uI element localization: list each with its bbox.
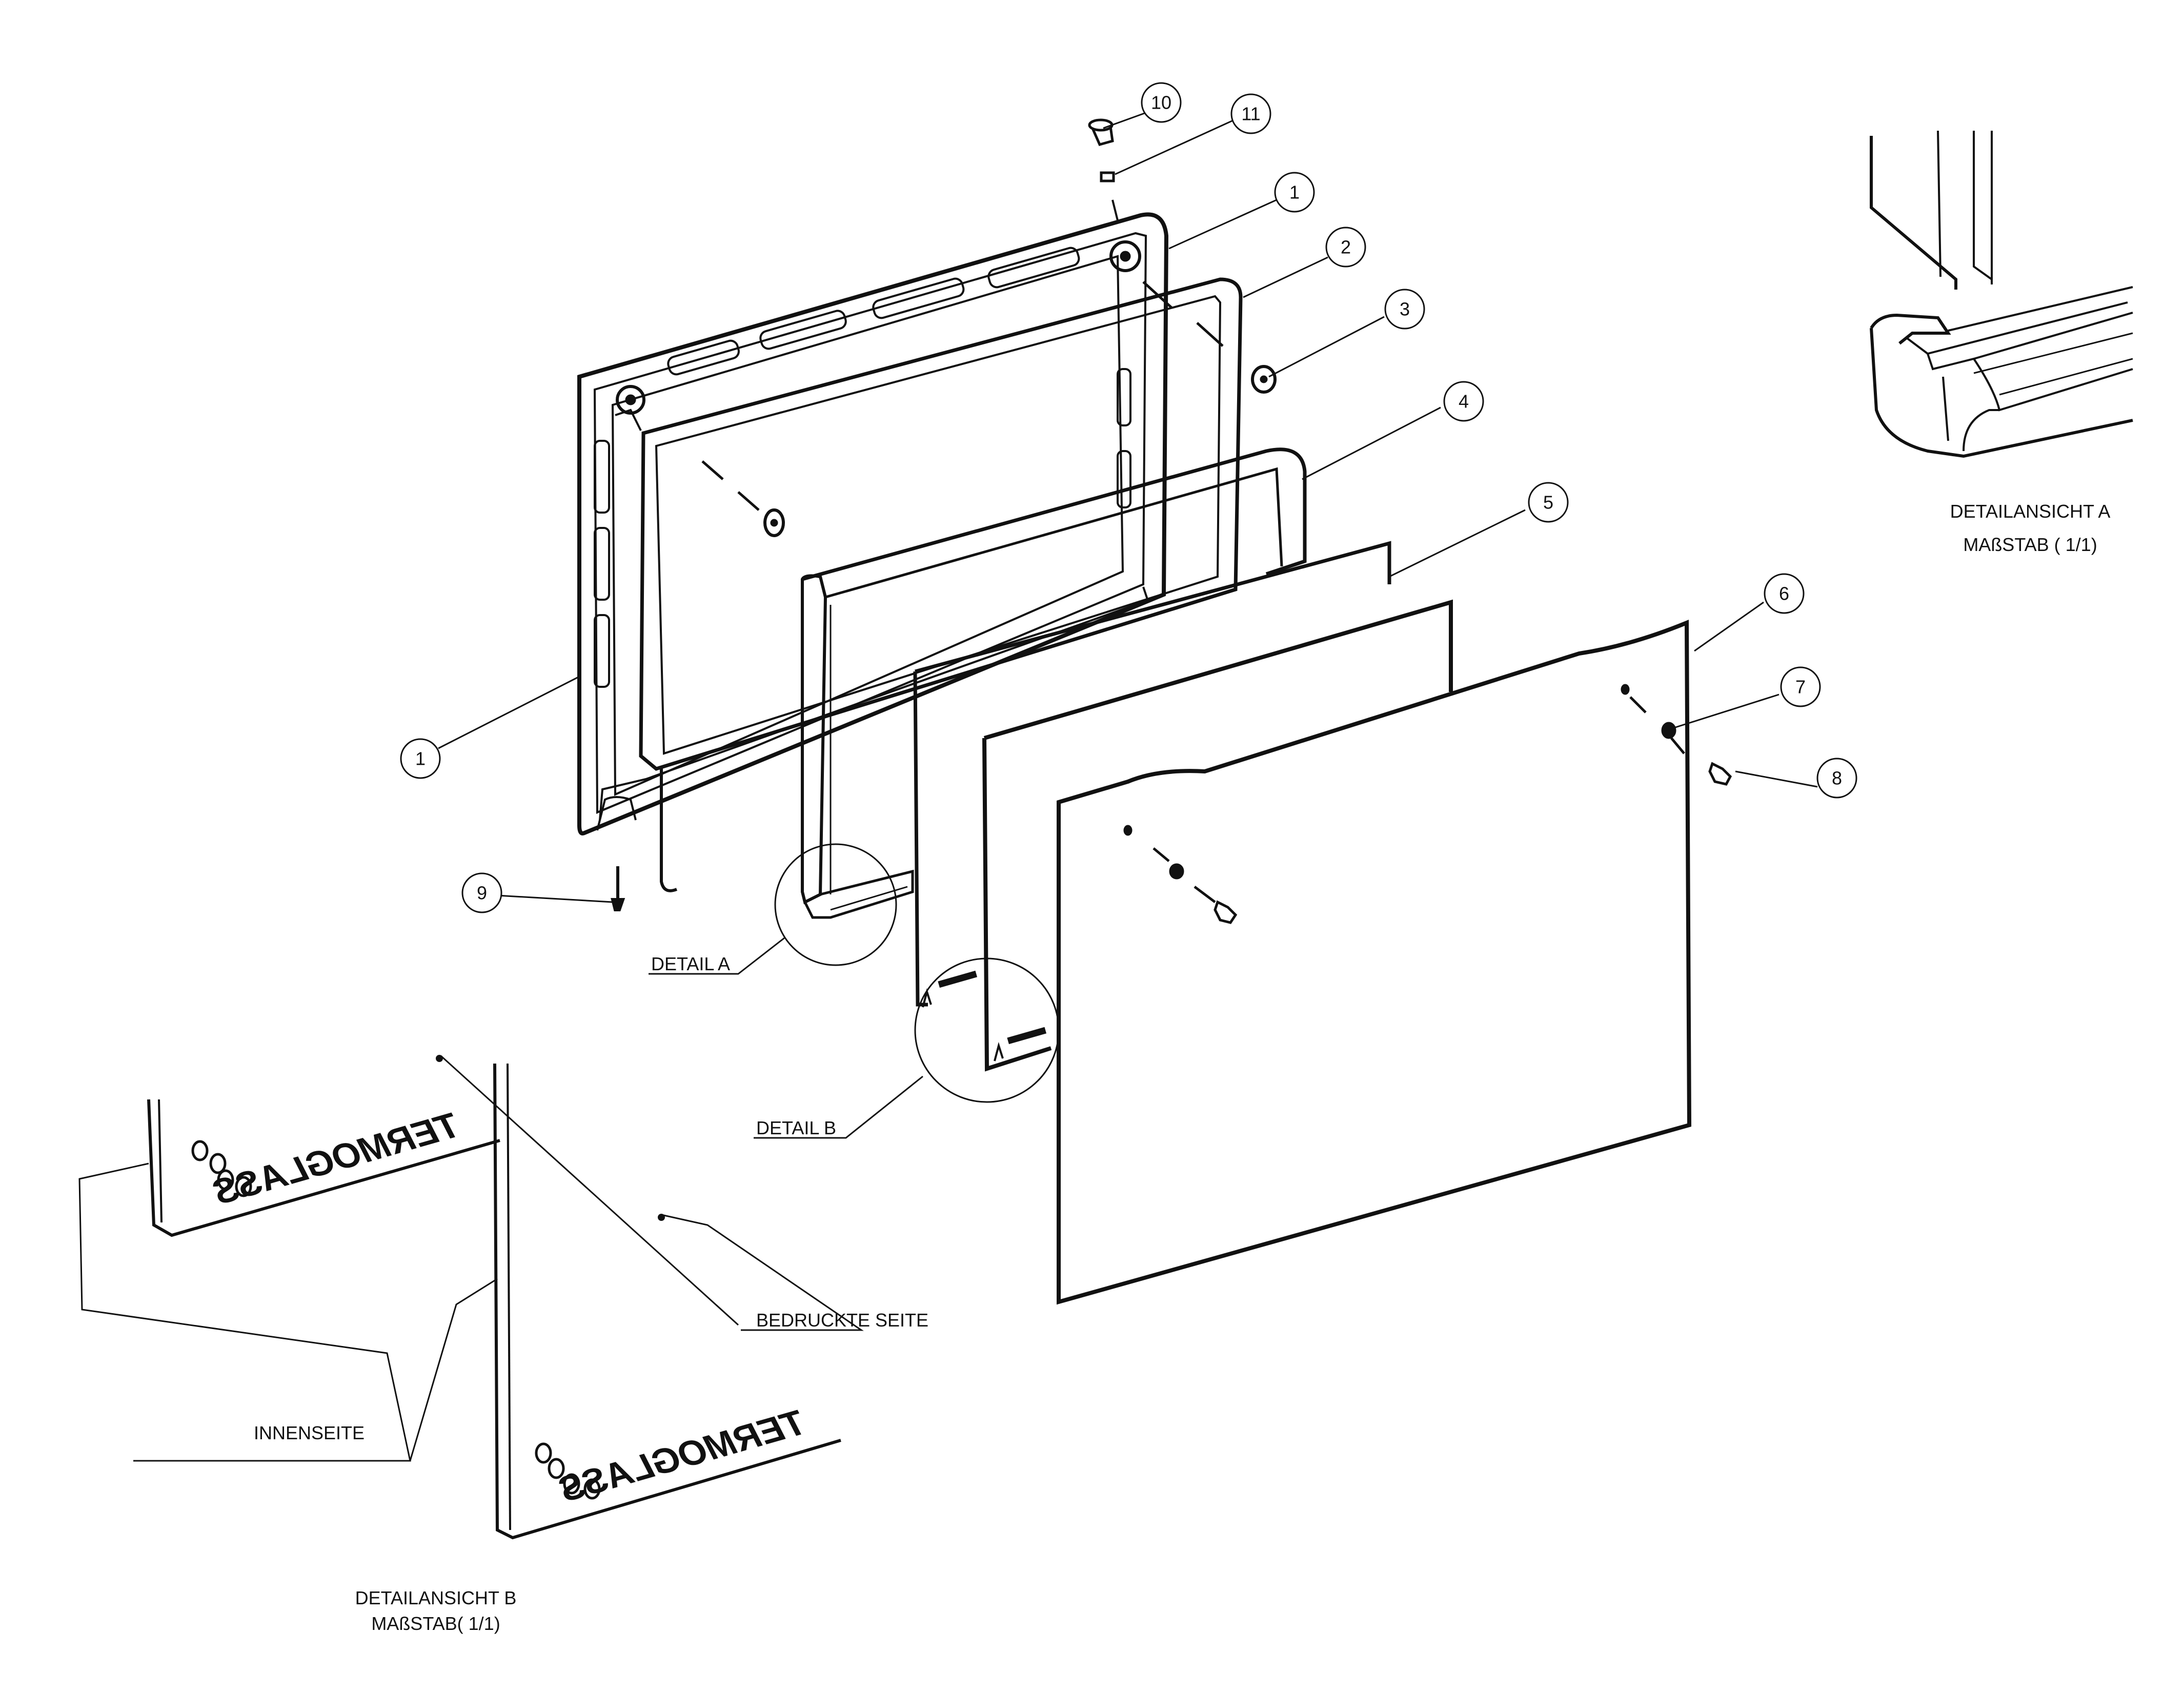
callout-balloons: 10 11 1 2 3 4 5 6 [400, 82, 1857, 913]
part-pin-9 [611, 866, 625, 911]
svg-text:7: 7 [1795, 677, 1806, 698]
svg-text:TERMOGLASS: TERMOGLASS [209, 1104, 463, 1212]
part-front-glass [1057, 620, 1692, 1305]
part-cap [1088, 118, 1114, 146]
part-frame [577, 212, 1169, 835]
callout-5: 5 [1528, 482, 1569, 523]
detail-b-label: DETAIL B [756, 1117, 836, 1138]
callout-11: 11 [1230, 93, 1271, 134]
leader-dots [436, 1055, 665, 1221]
callout-7: 7 [1780, 666, 1821, 707]
svg-text:3: 3 [1400, 299, 1410, 320]
part-spacer [1100, 171, 1115, 182]
callout-10: 10 [1141, 82, 1182, 123]
detail-view-b-scale: MAßSTAB( 1/1) [371, 1613, 500, 1634]
callout-1-left: 1 [400, 738, 441, 779]
printed-side-label: BEDRUCKTE SEITE [756, 1310, 928, 1331]
detail-a-circle [774, 843, 897, 966]
svg-text:8: 8 [1832, 768, 1842, 789]
part-washer-7 [1661, 722, 1676, 739]
svg-text:9: 9 [477, 883, 487, 904]
callout-4: 4 [1443, 381, 1484, 422]
detail-b-circle [914, 957, 1060, 1103]
pane-logo-marks [922, 970, 1047, 1062]
svg-text:6: 6 [1779, 583, 1789, 604]
svg-text:5: 5 [1543, 492, 1553, 513]
fasteners [611, 118, 1732, 924]
part-inner-frame [801, 447, 1307, 919]
svg-text:4: 4 [1459, 391, 1469, 412]
part-middle-pane [982, 599, 1453, 1072]
callout-2: 2 [1325, 227, 1366, 268]
svg-text:11: 11 [1241, 104, 1260, 125]
svg-text:10: 10 [1151, 92, 1171, 113]
detail-a-label: DETAIL A [651, 953, 730, 974]
leader-lines [78, 112, 1818, 1462]
svg-text:TERMOGLASS: TERMOGLASS [555, 1401, 810, 1509]
detail-view-a [1870, 130, 2133, 458]
inner-side-label: INNENSEITE [254, 1422, 365, 1443]
callout-8: 8 [1816, 758, 1857, 799]
callout-6: 6 [1764, 573, 1805, 614]
svg-text:1: 1 [415, 748, 426, 769]
part-gasket [615, 277, 1243, 892]
detail-view-a-title: DETAILANSICHT A [1950, 501, 2111, 522]
callout-9: 9 [461, 872, 502, 913]
svg-text:2: 2 [1341, 237, 1351, 258]
detail-view-a-scale: MAßSTAB ( 1/1) [1963, 534, 2097, 555]
svg-text:1: 1 [1289, 182, 1300, 203]
callout-1-top: 1 [1274, 172, 1315, 213]
detail-view-b [147, 1063, 841, 1540]
detail-view-b-title: DETAILANSICHT B [355, 1587, 517, 1608]
part-screw-8 [1708, 762, 1732, 786]
callout-3: 3 [1384, 289, 1425, 330]
